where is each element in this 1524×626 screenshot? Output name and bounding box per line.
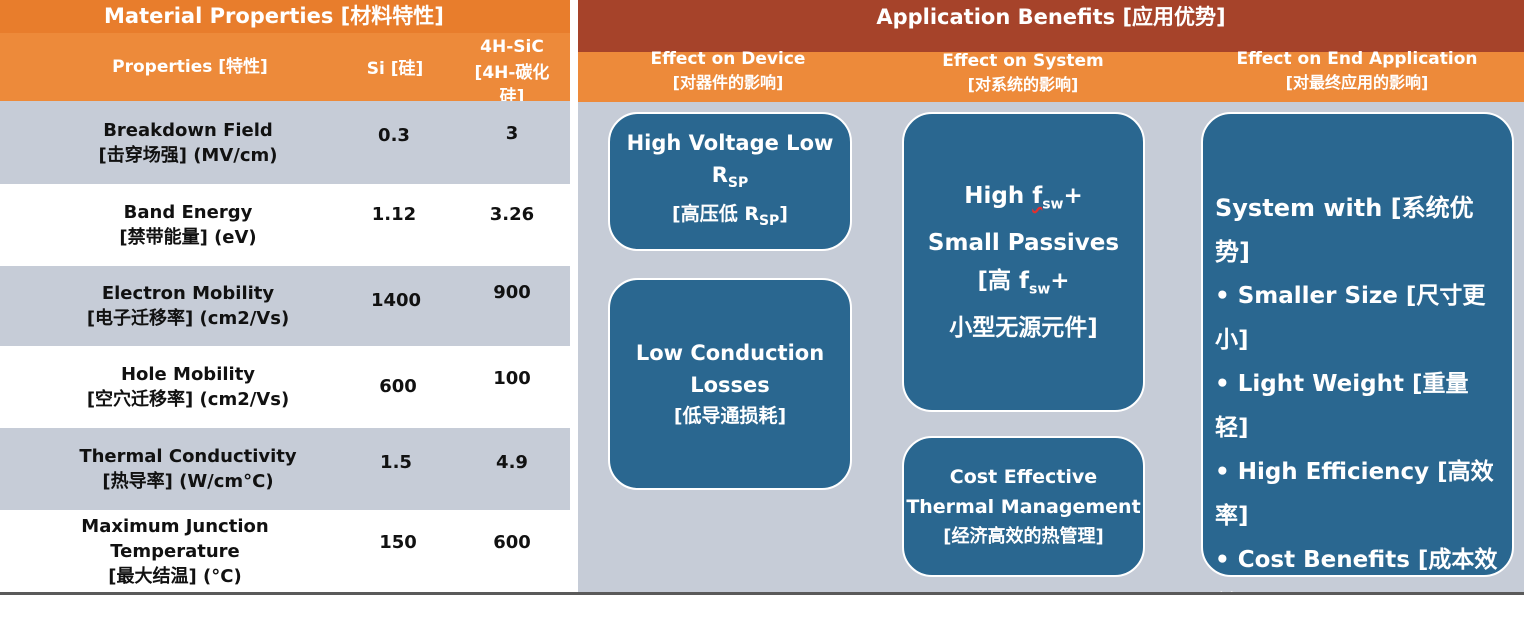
box-line: RSP [712, 159, 749, 199]
sw-subscript: sw [1028, 281, 1051, 298]
si-value: 150 [379, 531, 417, 553]
property-name-en: Maximum Junction [81, 515, 269, 537]
si-value: 1.12 [371, 203, 417, 225]
material-properties-title: Material Properties [材料特性] [104, 4, 444, 28]
benefits-heading: System with [系统优势] [1215, 194, 1474, 266]
property-name: Thermal Conductivity [热导率] (W/cm°C) [0, 428, 376, 510]
box-line: High Voltage Low [626, 131, 834, 155]
box-line: [低导通损耗] [673, 405, 787, 427]
property-name-en: Band Energy [123, 202, 253, 223]
table-row: Maximum Junction Temperature [最大结温] (°C)… [0, 510, 570, 592]
sic-column-header-line1: 4H-SiC [480, 37, 544, 57]
property-name-cn: [空穴迁移率] (cm2/Vs) [86, 389, 290, 410]
end-application-column-header: Effect on End Application [对最终应用的影响] [1190, 48, 1524, 94]
sw-subscript: sw [1042, 197, 1064, 213]
benefit-item: • Light Weight [重量轻] [1215, 371, 1469, 441]
sic-value: 4.9 [496, 451, 528, 473]
box-line: 小型无源元件] [949, 314, 1098, 341]
property-name-en: Hole Mobility [120, 364, 256, 385]
box-line: Cost Effective [949, 465, 1098, 488]
si-value: 1400 [370, 289, 422, 311]
si-value: 0.3 [378, 124, 410, 146]
end-application-benefits-box: System with [系统优势] • Smaller Size [尺寸更小]… [1201, 112, 1514, 617]
benefit-item: • Smaller Size [尺寸更小] [1215, 283, 1486, 353]
box-line: Low Conduction [635, 341, 825, 365]
property-name-en: Thermal Conductivity [79, 446, 297, 467]
plus-sign: + [1050, 268, 1070, 294]
sic-value: 100 [493, 367, 531, 389]
property-name-cn: [热导率] (W/cm°C) [102, 471, 274, 492]
property-name-cn: [禁带能量] (eV) [119, 227, 257, 248]
plus-sign: + [1063, 183, 1083, 210]
system-column-header: Effect on System [对系统的影响] [878, 50, 1168, 96]
bottom-border [0, 592, 1524, 595]
property-name-cn: [击穿场强] (MV/cm) [98, 144, 278, 166]
property-name-en-2: Temperature [110, 540, 240, 562]
si-value: 600 [379, 375, 417, 397]
benefit-item: • High Efficiency [高效 [1215, 459, 1494, 485]
sic-value: 600 [493, 531, 531, 553]
thermal-management-box: Cost Effective Thermal Management [经济高效的… [902, 436, 1145, 577]
f-letter: f [1032, 183, 1043, 210]
property-name-en: Electron Mobility [101, 283, 275, 304]
application-title-bar [578, 0, 1524, 52]
table-row: Band Energy [禁带能量] (eV) 1.12 3.26 [0, 184, 570, 266]
table-row: Breakdown Field [击穿场强] (MV/cm) 0.3 3 [0, 101, 570, 184]
property-name: Band Energy [禁带能量] (eV) [0, 184, 376, 266]
benefit-item: • Cost Benefits [成本效 [1215, 547, 1498, 573]
rsp-subscript: SP [758, 212, 780, 229]
box-line: Small Passives [927, 230, 1120, 256]
property-name: Maximum Junction Temperature [最大结温] (°C) [0, 510, 350, 592]
box-cn-text: [高 f [977, 268, 1029, 294]
sic-column-header-line2: [4H-碳化 [474, 63, 550, 83]
end-application-column-header-cn: [对最终应用的影响] [1285, 73, 1429, 92]
sic-value: 3.26 [489, 203, 535, 225]
box-line: Losses [690, 373, 770, 397]
rsp-subscript: SP [727, 175, 749, 192]
panel-divider [570, 0, 578, 595]
si-column-header: Si [硅] [366, 59, 424, 79]
benefit-item-continued: 益] [1215, 591, 1249, 617]
low-conduction-losses-box: Low Conduction Losses [低导通损耗] [608, 278, 852, 490]
property-name: Breakdown Field [击穿场强] (MV/cm) [0, 101, 376, 184]
property-name-cn: [电子迁移率] (cm2/Vs) [86, 308, 290, 329]
sic-column-header-line3: 硅] [499, 87, 525, 101]
box-line: Thermal Management [906, 495, 1141, 518]
box-cn-text: [高压低 R [672, 203, 759, 226]
device-column-header: Effect on Device [对器件的影响] [578, 48, 878, 94]
system-column-header-en: Effect on System [942, 51, 1104, 71]
application-benefits-title: Application Benefits [应用优势] [876, 5, 1226, 29]
material-title-bar [0, 0, 570, 33]
property-name: Hole Mobility [空穴迁移率] (cm2/Vs) [0, 346, 376, 428]
box-text: High [964, 183, 1033, 210]
box-line: High fsw+ [964, 177, 1083, 224]
box-line: [高 fsw+ [977, 262, 1069, 309]
property-name-en: Breakdown Field [103, 119, 273, 141]
bracket-close: ] [779, 203, 788, 226]
end-application-column-header-en: Effect on End Application [1236, 49, 1478, 69]
property-name-cn: [最大结温] (°C) [108, 565, 242, 587]
device-column-header-en: Effect on Device [650, 49, 806, 69]
sic-value: 3 [505, 122, 519, 144]
box-line: [高压低 RSP] [672, 199, 788, 236]
material-header-bar [0, 33, 570, 101]
box-line: [经济高效的热管理] [943, 525, 1104, 547]
fsw-text: fsw [1032, 183, 1063, 213]
table-row: Thermal Conductivity [热导率] (W/cm°C) 1.5 … [0, 428, 570, 510]
rsp-text: R [711, 163, 728, 187]
table-row: Hole Mobility [空穴迁移率] (cm2/Vs) 600 100 [0, 346, 570, 428]
high-fsw-small-passives-box: High fsw+ Small Passives [高 fsw+ 小型无源元件] [902, 112, 1145, 412]
application-header-bar [578, 52, 1524, 102]
sic-value: 900 [493, 281, 531, 303]
device-column-header-cn: [对器件的影响] [672, 73, 784, 92]
system-column-header-cn: [对系统的影响] [967, 75, 1079, 94]
properties-column-header: Properties [特性] [112, 57, 268, 77]
property-name: Electron Mobility [电子迁移率] (cm2/Vs) [0, 266, 376, 346]
high-voltage-box: High Voltage Low RSP [高压低 RSP] [608, 112, 852, 251]
si-value: 1.5 [380, 451, 412, 473]
table-row: Electron Mobility [电子迁移率] (cm2/Vs) 1400 … [0, 266, 570, 346]
benefit-item-continued: 率] [1215, 503, 1249, 529]
